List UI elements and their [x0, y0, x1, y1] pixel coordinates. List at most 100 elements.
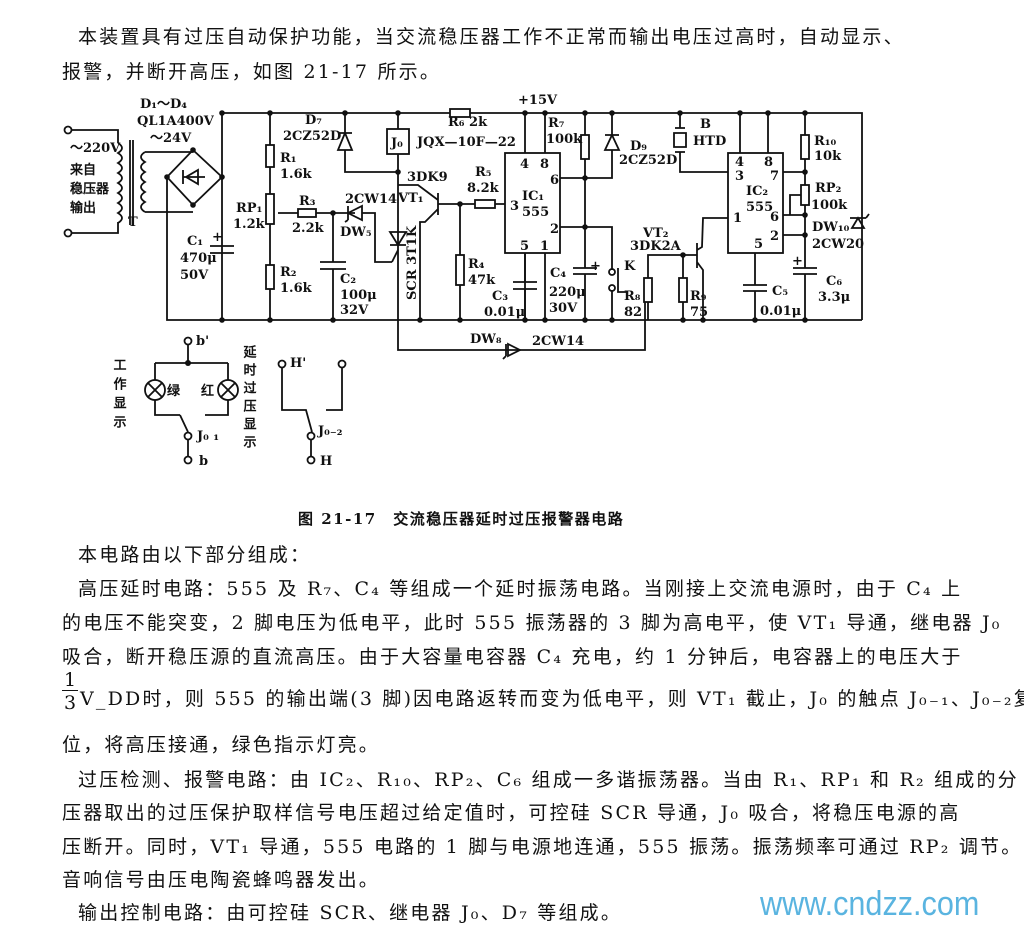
label-R4: R₄ — [468, 257, 485, 272]
component-labels: ～220V 来自 稳压器 输出 T D₁～D₄ QL1A400V ～24V C₁… — [69, 93, 864, 469]
pin-label: 3 — [735, 169, 744, 184]
pin-label: 6 — [550, 173, 559, 188]
label-red: 红 — [201, 383, 214, 399]
label-C2-value: 100μ — [340, 288, 377, 303]
label-relay-model: JQX—10F—22 — [416, 135, 516, 150]
label-R3: R₃ — [299, 194, 316, 209]
label-RP2: RP₂ — [815, 181, 841, 196]
label-IC1: IC₁ — [522, 189, 544, 204]
label-D7-model: 2CZ52D — [283, 129, 341, 144]
pin-label: 2 — [770, 229, 779, 244]
watermark: www.cndzz.com — [760, 885, 980, 923]
label-VT1-model: 3DK9 — [407, 170, 448, 185]
label-R6: R₆ 2k — [448, 115, 488, 130]
label-R1: R₁ — [280, 151, 297, 166]
label-DW10-model: 2CW20 — [812, 237, 864, 252]
fraction-denominator: 3 — [63, 692, 77, 714]
label-T: T — [128, 215, 138, 230]
label-R2: R₂ — [280, 265, 297, 280]
body-p2-l2: 压器取出的过压保护取样信号电压超过给定值时，可控硅 SCR 导通，J₀ 吸合，将… — [62, 802, 961, 824]
svg-text:+: + — [590, 259, 601, 274]
label-C3-value: 0.01μ — [484, 305, 526, 320]
label-C2: C₂ — [340, 272, 356, 287]
label-src: 稳压器 — [70, 181, 110, 197]
label-C4: C₄ — [550, 266, 566, 281]
svg-text:+: + — [212, 230, 223, 245]
label-b-prime: b' — [196, 334, 209, 349]
label-R10: R₁₀ — [814, 134, 836, 149]
pin-label: 4 — [520, 157, 529, 172]
body-p1-l3: 吸合，断开稳压源的直流高压。由于大容量电容器 C₄ 充电，约 1 分钟后，电容器… — [62, 646, 963, 668]
label-DW5-model: 2CW14 — [345, 192, 397, 207]
body-p2-l3: 压断开。同时，VT₁ 导通，555 电路的 1 脚与电源地连通，555 振荡。振… — [62, 836, 1023, 858]
figure-caption: 图 21-17 交流稳压器延时过压报警器电路 — [298, 510, 625, 528]
label-vcc: +15V — [518, 93, 558, 108]
label-R3-value: 2.2k — [292, 221, 325, 236]
label-SCR: SCR 3T1K — [405, 225, 420, 300]
label-b: b — [199, 454, 208, 469]
label-R2-value: 1.6k — [280, 281, 313, 296]
label-R5-value: 8.2k — [467, 181, 500, 196]
pin-label: 5 — [520, 239, 529, 254]
label-C1-voltage: 50V — [180, 268, 209, 283]
label-B: B — [700, 117, 711, 132]
label-R4-value: 47k — [468, 273, 496, 288]
label-H: H — [320, 454, 332, 469]
pin-label: 6 — [770, 210, 779, 225]
pin-label: 8 — [540, 157, 549, 172]
body-p3: 输出控制电路：由可控硅 SCR、继电器 J₀、D₇ 等组成。 — [78, 902, 623, 924]
label-R7-value: 100k — [546, 132, 583, 147]
label-IC1-type: 555 — [522, 205, 549, 220]
label-C1-value: 470μ — [180, 251, 217, 266]
pin-label: 5 — [754, 237, 763, 252]
label-J0-1: J₀ ₁ — [196, 429, 219, 444]
label-DW10: DW₁₀ — [812, 220, 850, 235]
pin-label: 4 — [735, 155, 744, 170]
label-R9-value: 75 — [690, 305, 708, 320]
label-J0: J₀ — [390, 136, 403, 151]
label-VT1: VT₁ — [397, 191, 423, 206]
label-R8-value: 82 — [624, 305, 642, 320]
label-D7: D₇ — [305, 113, 322, 128]
pin-label: 1 — [733, 211, 742, 226]
label-ac-in: ～220V — [70, 141, 121, 156]
label-J0-2: J₀₋₂ — [317, 424, 342, 439]
label-IC2-type: 555 — [746, 200, 773, 215]
label-C3: C₃ — [492, 289, 508, 304]
label-overvoltage-display: 延时过压显示 — [241, 344, 258, 453]
body-p2-l1: 过压检测、报警电路：由 IC₂、R₁₀、RP₂、C₆ 组成一多谐振荡器。当由 R… — [78, 769, 1019, 791]
body-p0: 本电路由以下部分组成： — [78, 544, 312, 566]
body-p1-l5: 位，将高压接通，绿色指示灯亮。 — [62, 734, 381, 756]
label-C5: C₅ — [772, 284, 788, 299]
pin-label: 7 — [770, 169, 779, 184]
label-H-prime: H' — [290, 356, 306, 371]
body-p2-l4: 音响信号由压电陶瓷蜂鸣器发出。 — [62, 869, 381, 891]
label-C6-value: 3.3μ — [818, 290, 851, 305]
label-DW8-model: 2CW14 — [532, 334, 584, 349]
label-RP1: RP₁ — [236, 201, 262, 216]
body-p1-l1: 高压延时电路：555 及 R₇、C₄ 等组成一个延时振荡电路。当刚接上交流电源时… — [78, 578, 963, 600]
label-D9-model: 2CZ52D — [619, 153, 677, 168]
label-K: K — [624, 259, 636, 274]
label-D9: D₉ — [630, 139, 647, 154]
label-green: 绿 — [167, 383, 181, 399]
label-bridge-model: QL1A400V — [137, 114, 215, 129]
label-src: 输出 — [70, 200, 96, 216]
label-IC2: IC₂ — [746, 184, 768, 199]
label-C2-voltage: 32V — [340, 303, 369, 318]
label-DW8: DW₈ — [470, 332, 502, 347]
pin-label: 2 — [550, 222, 559, 237]
label-C4-voltage: 30V — [549, 301, 578, 316]
label-DW5: DW₅ — [340, 225, 372, 240]
label-R1-value: 1.6k — [280, 167, 313, 182]
label-work-display: 工作显示 — [111, 358, 127, 434]
label-RP1-value: 1.2k — [233, 217, 266, 232]
label-src: 来自 — [69, 162, 96, 178]
label-C4-value: 220μ — [549, 285, 586, 300]
pin-label: 3 — [510, 199, 519, 214]
pin-label: 1 — [540, 239, 549, 254]
label-HTD: HTD — [693, 134, 726, 149]
label-R9: R₉ — [690, 289, 707, 304]
wires: + + — [63, 108, 870, 465]
